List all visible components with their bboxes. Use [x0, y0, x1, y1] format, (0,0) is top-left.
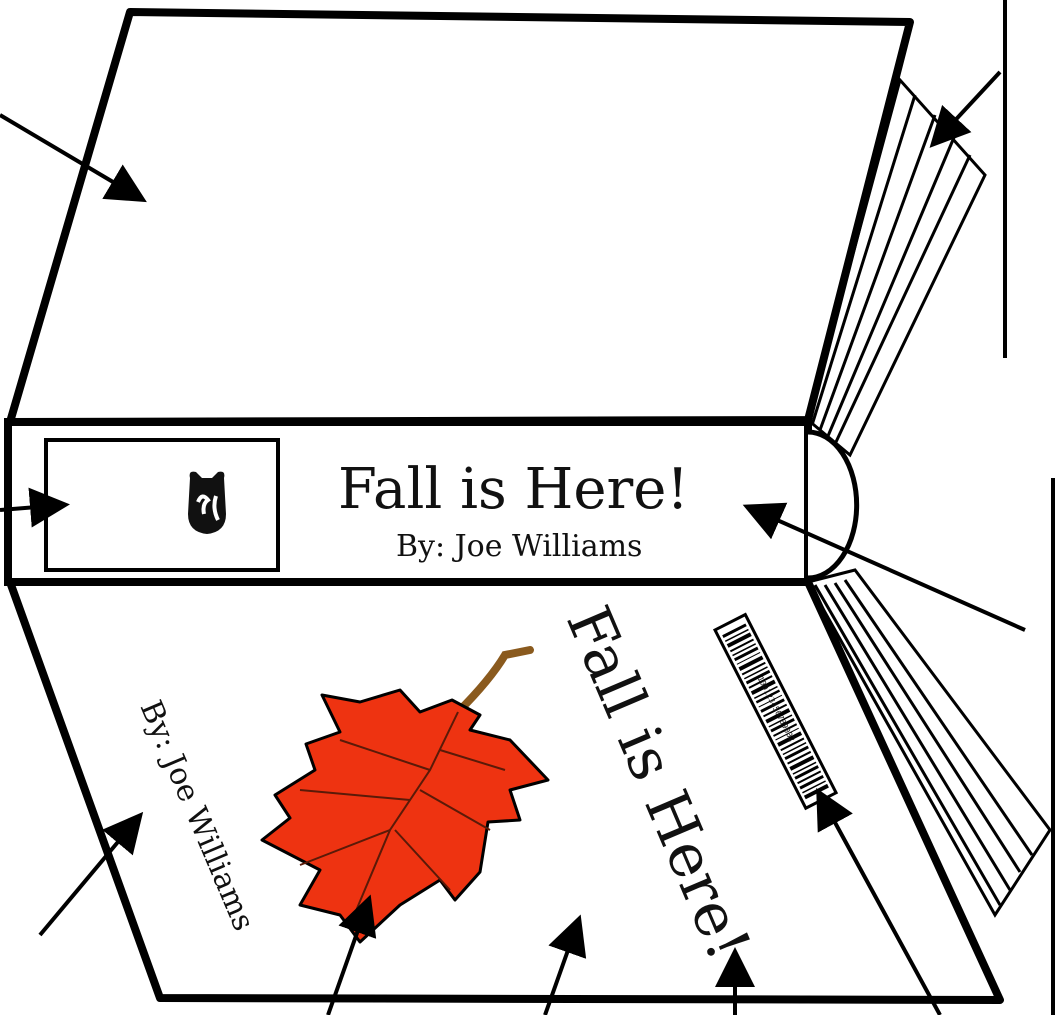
back-cover [10, 12, 910, 422]
spine-title: Fall is Here! [338, 457, 689, 522]
publisher-logo-icon [188, 472, 226, 534]
spine-label-box [46, 440, 278, 570]
arrow-pages-top [935, 72, 1000, 142]
spine-author: By: Joe Williams [396, 529, 642, 564]
